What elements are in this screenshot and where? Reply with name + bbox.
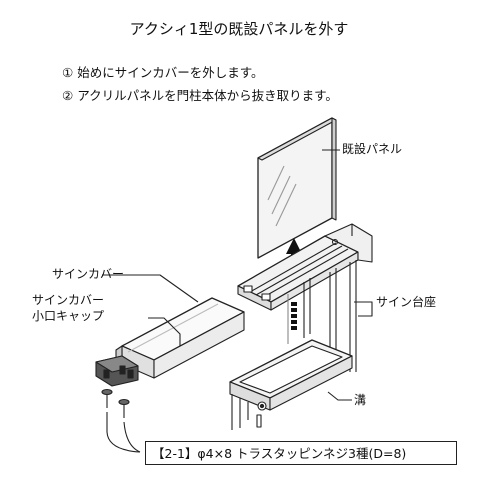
label-groove: 溝 [354,393,367,407]
label-end-cap: サインカバー 小口キャップ [32,292,104,324]
label-end-cap-line1: サインカバー [32,293,105,307]
existing-panel-illustration [257,117,337,259]
step-2: ② アクリルパネルを門柱本体から抜き取ります。 [62,85,338,104]
sign-cover-illustration [115,297,245,379]
sign-base-frame [287,260,357,372]
sign-base-bottom [229,339,353,430]
step-1: ① 始めにサインカバーを外します。 [62,62,263,81]
page-title: アクシィ1型の既設パネルを外す [129,20,349,38]
sign-base-top-rail [237,223,373,311]
step-2-text: アクリルパネルを門柱本体から抜き取ります。 [77,88,338,103]
label-end-cap-line2: 小口キャップ [32,309,105,323]
label-sign-cover: サインカバー [52,267,125,281]
step-1-text: 始めにサインカバーを外します。 [77,65,264,80]
label-existing-panel: 既設パネル [342,142,403,156]
label-sign-base: サイン台座 [376,295,437,309]
leader-lines [102,149,373,401]
screw-spec-note: 【2-1】φ4×8 トラスタッピンネジ3種(D=8) [145,441,457,465]
step-2-number: ② [62,88,74,103]
end-cap-illustration [95,355,139,387]
screws-illustration [101,388,141,453]
step-1-number: ① [62,65,74,80]
